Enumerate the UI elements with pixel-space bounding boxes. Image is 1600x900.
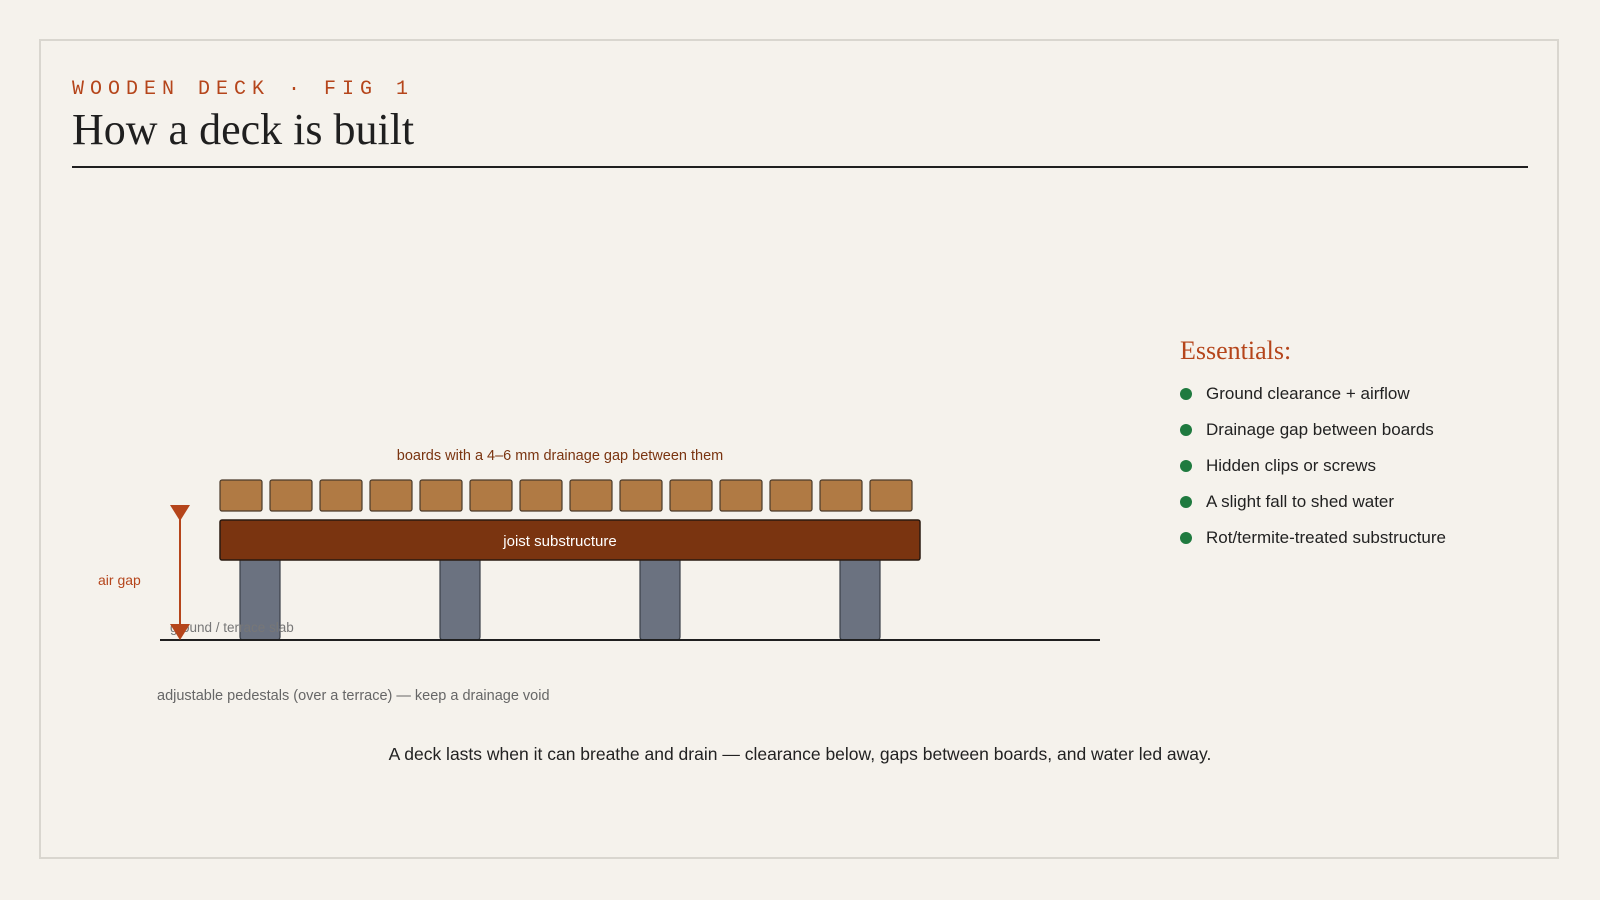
pedestals [239, 555, 881, 641]
boards-label: boards with a 4–6 mm drainage gap betwee… [397, 448, 723, 464]
bullet-dot-icon [1180, 460, 1192, 472]
essentials-item-label: A slight fall to shed water [1206, 492, 1395, 511]
joist-label: joist substructure [502, 533, 616, 550]
deck-boards [219, 479, 913, 512]
deck-board [369, 479, 413, 512]
deck-board [819, 479, 863, 512]
bullet-dot-icon [1180, 388, 1192, 400]
pedestal [439, 555, 481, 641]
essentials-item-label: Ground clearance + airflow [1206, 384, 1410, 403]
essentials-item: A slight fall to shed water [1180, 490, 1446, 526]
figure-frame [39, 39, 1559, 859]
figure-kicker: WOODEN DECK · FIG 1 [72, 78, 415, 101]
essentials-item: Drainage gap between boards [1180, 418, 1446, 454]
pedestal [839, 555, 881, 641]
deck-board [219, 479, 263, 512]
deck-board [569, 479, 613, 512]
deck-board [669, 479, 713, 512]
essentials-title: Essentials: [1180, 336, 1292, 365]
deck-board [619, 479, 663, 512]
figure-caption: A deck lasts when it can breathe and dra… [388, 744, 1212, 764]
deck-board [769, 479, 813, 512]
deck-board [869, 479, 913, 512]
deck-board [419, 479, 463, 512]
bullet-dot-icon [1180, 532, 1192, 544]
pedestals-label: adjustable pedestals (over a terrace) — … [157, 688, 550, 704]
pedestal [639, 555, 681, 641]
air-gap-label: air gap [98, 572, 141, 588]
essentials-item: Ground clearance + airflow [1180, 382, 1446, 418]
deck-board [319, 479, 363, 512]
title-divider [72, 166, 1528, 168]
deck-board [469, 479, 513, 512]
air-gap-arrowhead-bottom [170, 624, 190, 640]
bullet-dot-icon [1180, 496, 1192, 508]
deck-board [719, 479, 763, 512]
essentials-item: Rot/termite-treated substructure [1180, 526, 1446, 562]
essentials-item-label: Drainage gap between boards [1206, 420, 1434, 439]
page-title: How a deck is built [72, 105, 415, 154]
deck-board [519, 479, 563, 512]
air-gap-arrowhead-top [170, 505, 190, 521]
joist-substructure [219, 519, 921, 561]
essentials-item-label: Hidden clips or screws [1206, 456, 1377, 475]
ground-label: ground / terrace slab [170, 620, 294, 635]
essentials-item: Hidden clips or screws [1180, 454, 1446, 490]
deck-board [269, 479, 313, 512]
essentials-item-label: Rot/termite-treated substructure [1206, 528, 1446, 547]
bullet-dot-icon [1180, 424, 1192, 436]
